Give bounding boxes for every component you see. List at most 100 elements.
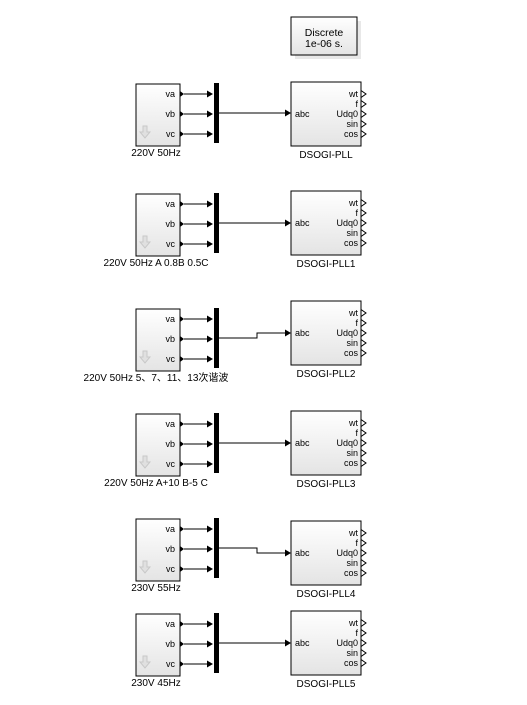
source-block[interactable]: va vb vc: [135, 413, 184, 477]
source-port-va: va: [165, 619, 175, 629]
pll-output-port-sin: sin: [346, 338, 358, 348]
pll-output-port-cos: cos: [344, 658, 359, 668]
pll-output-port-wt: wt: [348, 198, 358, 208]
mux-bar[interactable]: [214, 518, 219, 578]
pll-output-port-wt: wt: [348, 418, 358, 428]
pll-input-port-abc: abc: [295, 218, 310, 228]
powergui-block[interactable]: Discrete 1e-06 s.: [290, 16, 361, 59]
wire-arrowhead: [207, 110, 213, 118]
wire-arrowhead: [207, 90, 213, 98]
down-arrow-icon: [138, 350, 152, 364]
bus-arrowhead: [285, 549, 291, 557]
powergui-mode: Discrete: [305, 27, 344, 39]
bus-arrowhead: [285, 109, 291, 117]
wire-arrowhead: [207, 640, 213, 648]
pll-output-port-f: f: [355, 538, 358, 548]
bus-arrowhead: [285, 439, 291, 447]
pll-input-port-abc: abc: [295, 438, 310, 448]
pll-output-port-wt: wt: [348, 618, 358, 628]
bus-arrowhead: [285, 329, 291, 337]
pll-output-port-cos: cos: [344, 129, 359, 139]
source-port-vb: vb: [165, 439, 175, 449]
wire-arrowhead: [207, 565, 213, 573]
pll-output-port-f: f: [355, 628, 358, 638]
mux-bar[interactable]: [214, 83, 219, 143]
pll-output-port-udq0: Udq0: [336, 109, 358, 119]
source-label: 230V 45Hz: [131, 678, 180, 689]
source-label: 220V 50Hz A 0.8B 0.5C: [103, 258, 208, 269]
wire-arrowhead: [207, 240, 213, 248]
pll-output-port-sin: sin: [346, 119, 358, 129]
mux-bar[interactable]: [214, 308, 219, 368]
source-port-va: va: [165, 89, 175, 99]
source-label: 220V 50Hz A+10 B-5 C: [104, 478, 208, 489]
mux-bar[interactable]: [214, 413, 219, 473]
source-block[interactable]: va vb vc: [135, 83, 184, 147]
wire-arrowhead: [207, 660, 213, 668]
pll-input-port-abc: abc: [295, 638, 310, 648]
source-port-va: va: [165, 314, 175, 324]
down-arrow-icon: [138, 235, 152, 249]
wire-arrowhead: [207, 525, 213, 533]
wire-arrowhead: [207, 220, 213, 228]
pll-output-port-f: f: [355, 318, 358, 328]
wire-arrowhead: [207, 355, 213, 363]
wire-arrowhead: [207, 130, 213, 138]
source-port-vc: vc: [166, 459, 176, 469]
source-port-va: va: [165, 524, 175, 534]
pll-output-port-sin: sin: [346, 648, 358, 658]
wire-arrowhead: [207, 545, 213, 553]
pll-name-label: DSOGI-PLL1: [297, 259, 356, 270]
pll-output-port-udq0: Udq0: [336, 218, 358, 228]
pll-name-label: DSOGI-PLL2: [297, 369, 356, 380]
source-port-vc: vc: [166, 564, 176, 574]
pll-output-port-cos: cos: [344, 568, 359, 578]
pll-output-port-sin: sin: [346, 558, 358, 568]
pll-output-port-udq0: Udq0: [336, 638, 358, 648]
down-arrow-icon: [138, 560, 152, 574]
pll-output-port-sin: sin: [346, 448, 358, 458]
source-port-vc: vc: [166, 129, 176, 139]
wire-arrowhead: [207, 200, 213, 208]
pll-output-port-f: f: [355, 208, 358, 218]
pll-name-label: DSOGI-PLL: [299, 150, 353, 161]
bus-arrowhead: [285, 219, 291, 227]
wire-arrowhead: [207, 335, 213, 343]
source-port-vb: vb: [165, 334, 175, 344]
wire-arrowhead: [207, 460, 213, 468]
bus-wire: [219, 547, 285, 554]
source-port-vb: vb: [165, 109, 175, 119]
pll-output-port-f: f: [355, 428, 358, 438]
bus-wire: [219, 332, 285, 339]
down-arrow-icon: [138, 455, 152, 469]
mux-bar[interactable]: [214, 613, 219, 673]
pll-output-port-cos: cos: [344, 458, 359, 468]
pll-output-port-cos: cos: [344, 238, 359, 248]
source-port-va: va: [165, 419, 175, 429]
wire-arrowhead: [207, 315, 213, 323]
pll-input-port-abc: abc: [295, 548, 310, 558]
source-block[interactable]: va vb vc: [135, 518, 184, 582]
pll-output-port-udq0: Udq0: [336, 328, 358, 338]
wire-arrowhead: [207, 620, 213, 628]
mux-bar[interactable]: [214, 193, 219, 253]
source-port-vb: vb: [165, 544, 175, 554]
pll-name-label: DSOGI-PLL3: [297, 479, 356, 490]
source-label: 220V 50Hz 5、7、11、13次谐波: [84, 371, 229, 384]
